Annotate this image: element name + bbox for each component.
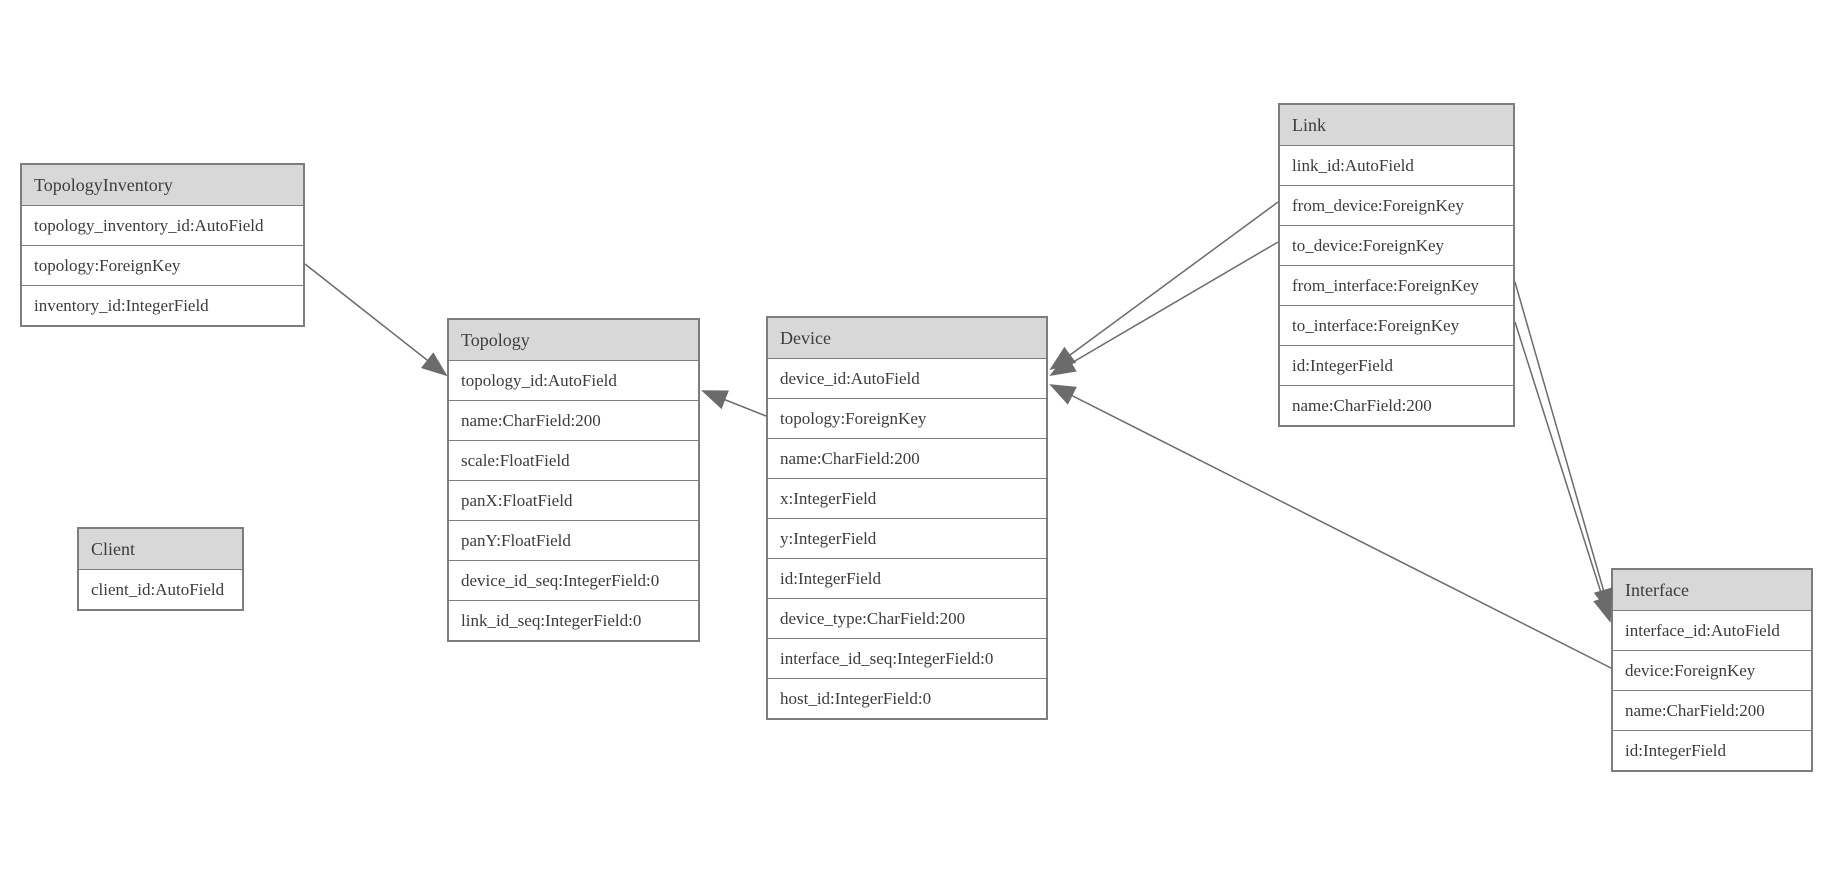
entity-field: client_id:AutoField bbox=[79, 570, 242, 609]
entity-field: host_id:IntegerField:0 bbox=[768, 679, 1046, 718]
entity-field: topology:ForeignKey bbox=[768, 399, 1046, 439]
entity-title: TopologyInventory bbox=[22, 165, 303, 206]
entity-title: Client bbox=[79, 529, 242, 570]
entity-field: panY:FloatField bbox=[449, 521, 698, 561]
entity-field: id:IntegerField bbox=[1280, 346, 1513, 386]
entity-field: topology_id:AutoField bbox=[449, 361, 698, 401]
entity-field: topology:ForeignKey bbox=[22, 246, 303, 286]
entity-title: Interface bbox=[1613, 570, 1811, 611]
entity-field: name:CharField:200 bbox=[1613, 691, 1811, 731]
entity-field: link_id:AutoField bbox=[1280, 146, 1513, 186]
entity-field: id:IntegerField bbox=[1613, 731, 1811, 770]
entity-field: from_device:ForeignKey bbox=[1280, 186, 1513, 226]
entity-field: device:ForeignKey bbox=[1613, 651, 1811, 691]
entity-field: device_id:AutoField bbox=[768, 359, 1046, 399]
entity-field: device_id_seq:IntegerField:0 bbox=[449, 561, 698, 601]
entity-field: to_device:ForeignKey bbox=[1280, 226, 1513, 266]
entity-field: scale:FloatField bbox=[449, 441, 698, 481]
entity-field: name:CharField:200 bbox=[1280, 386, 1513, 425]
entity-field: to_interface:ForeignKey bbox=[1280, 306, 1513, 346]
entity-title: Link bbox=[1280, 105, 1513, 146]
entity-field: name:CharField:200 bbox=[449, 401, 698, 441]
entity-field: from_interface:ForeignKey bbox=[1280, 266, 1513, 306]
entity-field: interface_id_seq:IntegerField:0 bbox=[768, 639, 1046, 679]
entity-field: y:IntegerField bbox=[768, 519, 1046, 559]
entity-field: link_id_seq:IntegerField:0 bbox=[449, 601, 698, 640]
entity-field: topology_inventory_id:AutoField bbox=[22, 206, 303, 246]
entity-field: inventory_id:IntegerField bbox=[22, 286, 303, 325]
entity-field: device_type:CharField:200 bbox=[768, 599, 1046, 639]
entity-title: Topology bbox=[449, 320, 698, 361]
entity-title: Device bbox=[768, 318, 1046, 359]
entity-field: interface_id:AutoField bbox=[1613, 611, 1811, 651]
entity-field: id:IntegerField bbox=[768, 559, 1046, 599]
entity-field: name:CharField:200 bbox=[768, 439, 1046, 479]
entity-field: x:IntegerField bbox=[768, 479, 1046, 519]
entity-field: panX:FloatField bbox=[449, 481, 698, 521]
